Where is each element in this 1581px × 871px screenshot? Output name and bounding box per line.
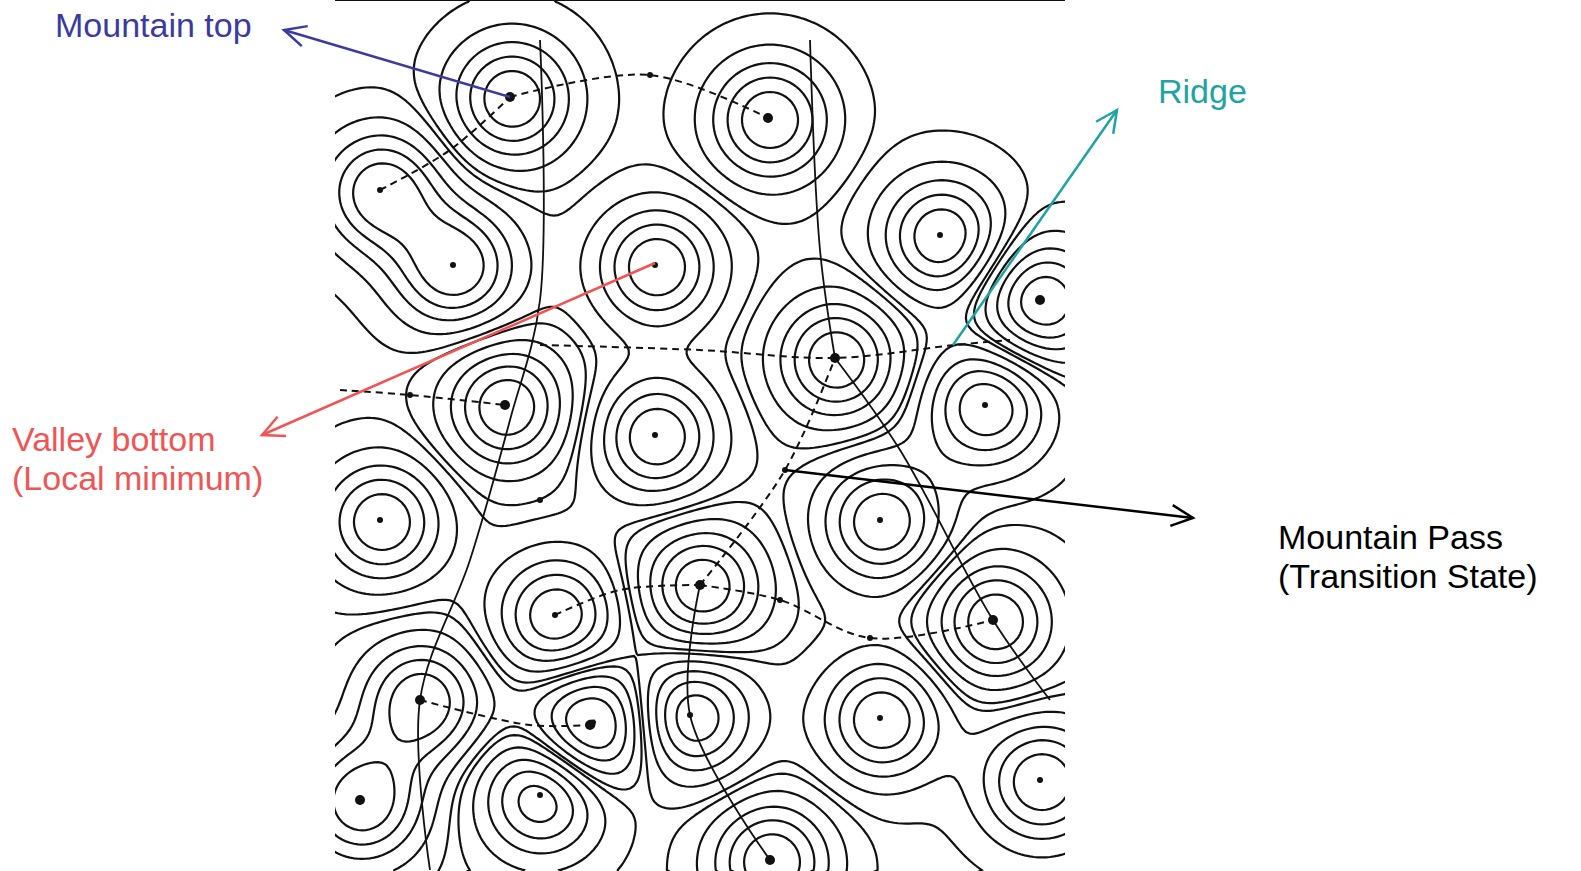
reaction-path [555, 585, 700, 615]
reaction-path [340, 390, 505, 405]
point-dot [537, 497, 543, 503]
point-dot [377, 187, 383, 193]
contour-line [335, 24, 1065, 871]
point-dot [982, 402, 988, 408]
point-dot [937, 232, 943, 238]
point-dot [450, 262, 456, 268]
contour-line [335, 0, 1065, 871]
point-dot [877, 517, 883, 523]
ridge-line [418, 40, 544, 870]
point-dot [652, 432, 658, 438]
leader-line [284, 30, 510, 97]
ridge-line [687, 585, 770, 860]
ridge-line [810, 40, 835, 358]
callout-label: Mountain top [55, 6, 295, 45]
leader-line [262, 263, 655, 435]
contour-line [335, 71, 1065, 871]
contour-lines [335, 0, 1065, 871]
contour-line [335, 57, 1065, 871]
point-dot [830, 353, 840, 363]
point-dot [585, 720, 595, 730]
point-dot [695, 580, 705, 590]
leader-line [953, 110, 1117, 345]
arrow-head [262, 417, 286, 436]
reaction-path [510, 75, 768, 118]
point-dot [765, 855, 775, 865]
point-dot [647, 72, 653, 78]
reaction-path [380, 97, 510, 190]
arrow-head [284, 26, 308, 46]
stationary-points [355, 72, 1045, 865]
reaction-path [420, 700, 590, 726]
point-dot [500, 400, 510, 410]
contour-line [335, 0, 1065, 871]
leader-arrows [262, 26, 1193, 526]
point-dot [377, 517, 383, 523]
contour-line [335, 0, 1065, 871]
point-dot [877, 715, 883, 721]
point-dot [1035, 295, 1045, 305]
leader-line [785, 470, 1193, 518]
arrow-head [1096, 110, 1117, 134]
point-dot [777, 597, 783, 603]
contour-line [335, 0, 1065, 871]
arrow-head [1170, 505, 1193, 526]
point-dot [552, 612, 558, 618]
point-dot [763, 113, 773, 123]
point-dot [537, 792, 543, 798]
reaction-path [700, 585, 993, 639]
point-dot [415, 695, 425, 705]
contour-line [335, 0, 1065, 871]
point-dot [355, 795, 365, 805]
contour-line [335, 0, 1065, 871]
point-dot [407, 392, 413, 398]
point-dot [867, 635, 873, 641]
point-dot [687, 712, 693, 718]
reaction-path [540, 340, 1010, 358]
ridge-line [835, 358, 1050, 700]
callout-label: Mountain Pass (Transition State) [1278, 518, 1573, 596]
contour-line [335, 42, 1065, 871]
point-dot [1037, 777, 1043, 783]
reaction-path [700, 358, 835, 585]
callout-label: Valley bottom (Local minimum) [12, 420, 284, 498]
point-dot [988, 615, 998, 625]
reaction-paths [340, 40, 1050, 870]
callout-label: Ridge [1158, 72, 1278, 111]
